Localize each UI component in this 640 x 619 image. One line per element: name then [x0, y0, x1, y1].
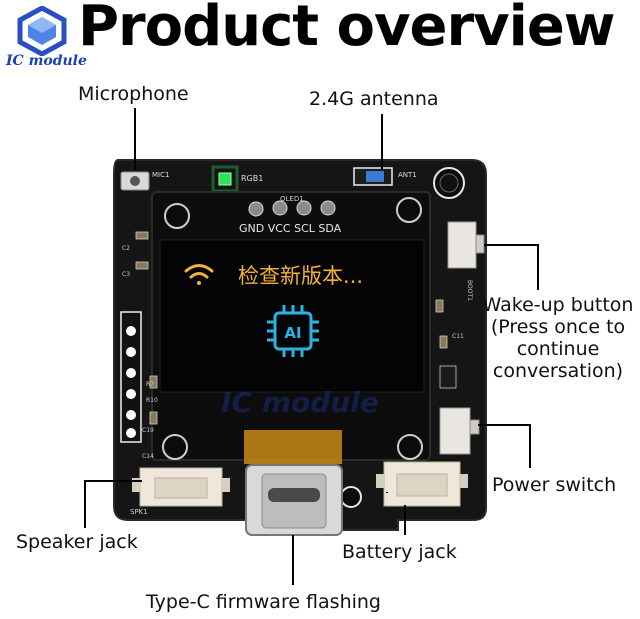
page-title: Product overview	[78, 0, 616, 59]
silk-oled: OLED1	[280, 195, 304, 203]
callout-wakeup: Wake-up button (Press once to continue c…	[476, 294, 640, 382]
battery-leader-line-h	[386, 492, 388, 493]
brand-name: IC module	[6, 53, 87, 69]
silk-c14: C14	[142, 453, 154, 460]
hexagon-logo-icon	[17, 5, 67, 57]
battery-leader-line-v	[404, 505, 406, 535]
callout-wakeup-line4: conversation)	[492, 360, 624, 382]
type-c-port	[245, 464, 343, 536]
silk-pins: GND VCC SCL SDA	[239, 222, 342, 235]
speaker-jack-connector	[132, 467, 230, 507]
logo-mark	[16, 5, 68, 57]
wakeup-leader-line	[484, 244, 538, 246]
ai-chip-icon	[267, 305, 319, 357]
oled-screen	[159, 239, 425, 393]
silk-ant: ANT1	[398, 171, 417, 179]
mounting-holes	[340, 167, 465, 508]
wakeup-button[interactable]	[447, 221, 485, 269]
silk-r7: R7	[146, 381, 154, 388]
callout-wakeup-line3: continue	[516, 338, 600, 360]
ai-chip-label: AI	[284, 324, 301, 342]
left-pin-header	[120, 311, 142, 443]
silk-spk: SPK1	[130, 508, 148, 516]
antenna-leader-line	[381, 114, 383, 170]
power-switch[interactable]	[439, 407, 480, 455]
microphone-leader-line	[134, 108, 136, 170]
callout-microphone: Microphone	[78, 83, 189, 105]
callout-wakeup-line1: Wake-up button	[482, 294, 634, 316]
oled-flex-cable	[244, 430, 342, 464]
silk-c2: C2	[122, 245, 130, 252]
silk-rgb: RGB1	[241, 174, 263, 183]
power-leader-line-down	[529, 424, 531, 468]
screen-status-text: 检查新版本...	[238, 264, 363, 288]
battery-jack-connector	[376, 461, 468, 507]
passive-components	[135, 231, 457, 425]
silk-boot: BOOT1	[466, 280, 473, 301]
silk-c11: C11	[452, 333, 464, 340]
speaker-leader-line-h	[84, 480, 142, 482]
callout-antenna: 2.4G antenna	[309, 88, 439, 110]
rgb-led	[218, 172, 232, 186]
silk-c19: C19	[142, 427, 154, 434]
wifi-icon	[184, 264, 214, 285]
typec-leader-line	[292, 535, 294, 585]
callout-type-c: Type-C firmware flashing	[146, 591, 381, 613]
callout-wakeup-line2: (Press once to	[490, 316, 626, 338]
callout-battery-jack: Battery jack	[342, 541, 457, 563]
watermark: IC module	[221, 386, 379, 419]
power-leader-line	[478, 424, 530, 426]
callout-speaker-jack: Speaker jack	[16, 531, 138, 553]
wakeup-leader-line-down	[537, 244, 539, 290]
silk-mic: MIC1	[152, 171, 169, 179]
oled-header-pins	[248, 200, 336, 217]
callout-power-switch: Power switch	[492, 474, 617, 496]
silk-r10: R10	[146, 397, 158, 404]
silk-c3: C3	[122, 271, 130, 278]
speaker-leader-line-v	[84, 480, 86, 528]
